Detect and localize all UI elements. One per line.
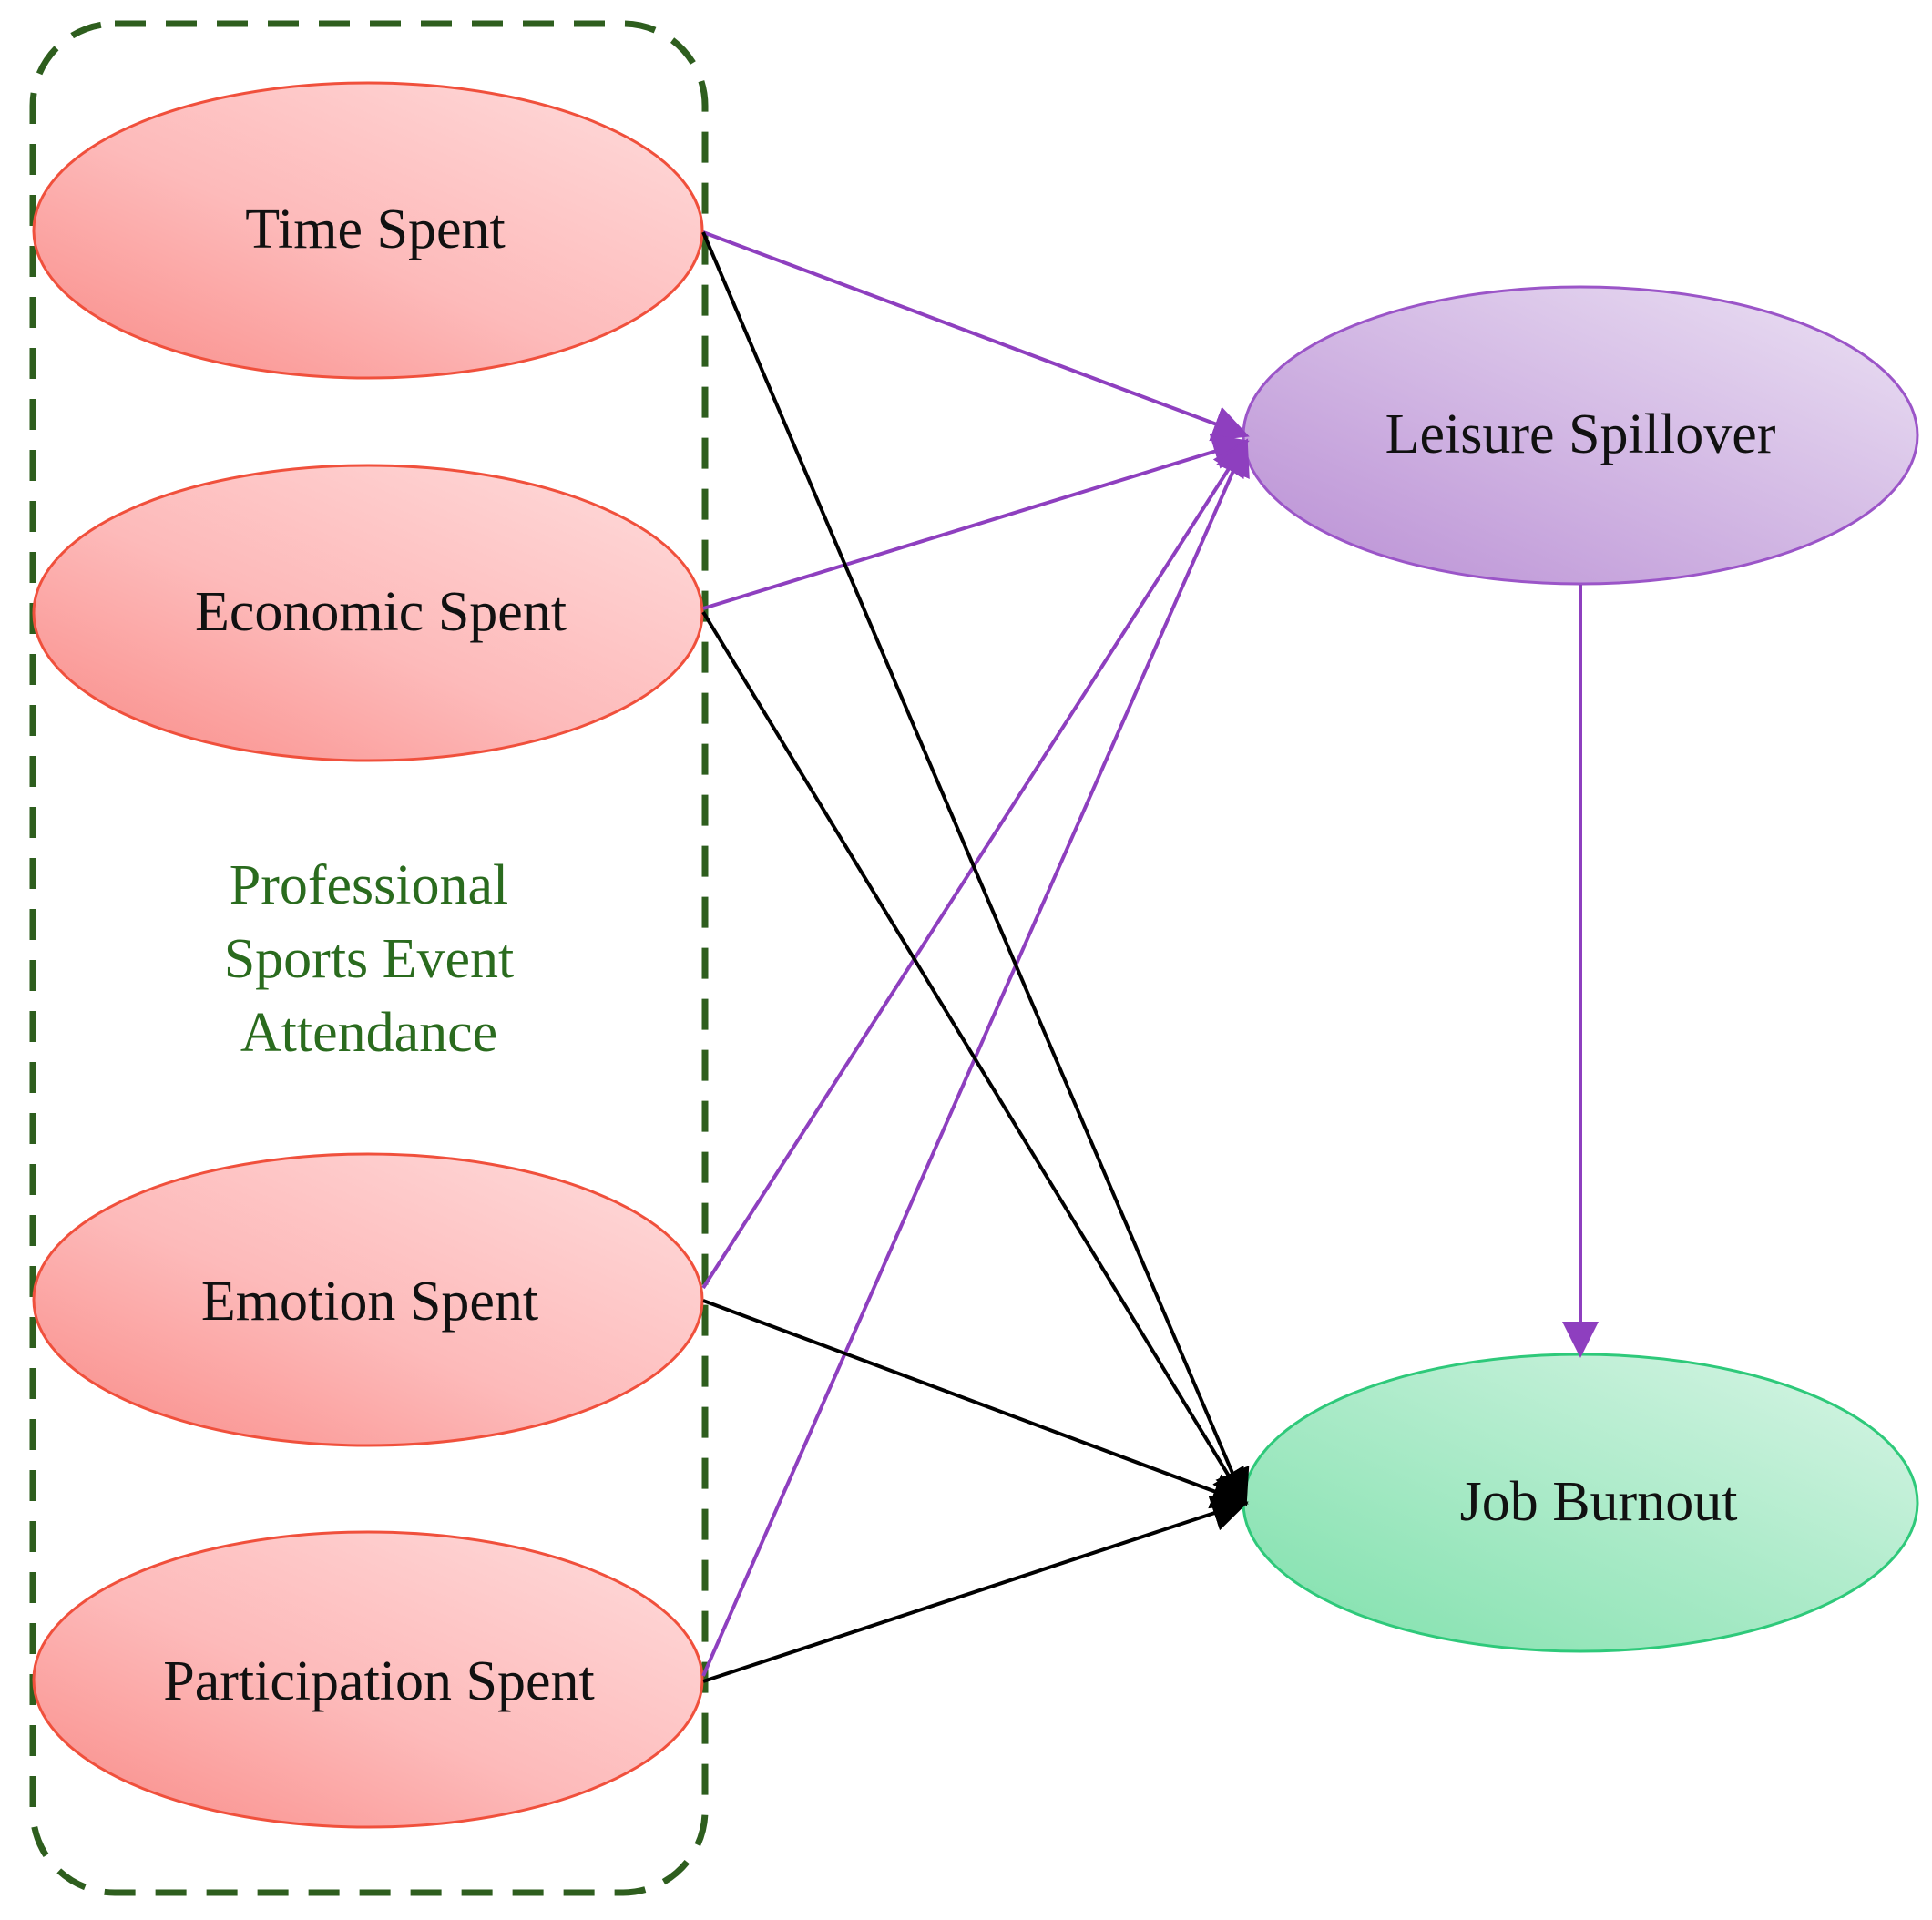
node-label-participation-spent: Participation Spent bbox=[163, 1650, 595, 1712]
node-label-leisure-spillover: Leisure Spillover bbox=[1385, 403, 1776, 465]
node-emotion-spent: Emotion Spent bbox=[32, 1152, 704, 1447]
group-label-line-2: Sports Event bbox=[224, 928, 515, 990]
edge-economic-to-leisure bbox=[702, 434, 1250, 610]
node-time-spent: Time Spent bbox=[32, 81, 704, 380]
node-economic-spent: Economic Spent bbox=[32, 464, 704, 762]
node-label-emotion-spent: Emotion Spent bbox=[201, 1271, 538, 1333]
node-participation-spent: Participation Spent bbox=[32, 1530, 704, 1829]
edge-economic-to-burnout bbox=[701, 610, 1248, 1506]
edge-time-to-leisure bbox=[702, 230, 1250, 442]
node-job-burnout: Job Burnout bbox=[1242, 1353, 1919, 1653]
attendance-group-box bbox=[29, 20, 709, 1896]
node-label-job-burnout: Job Burnout bbox=[1460, 1471, 1738, 1533]
group-label-line-1: Professional bbox=[230, 854, 509, 916]
node-label-time-spent: Time Spent bbox=[245, 199, 505, 260]
edge-time-to-burnout bbox=[701, 231, 1250, 1506]
edge-participation-to-burnout bbox=[702, 1496, 1249, 1683]
group-label-line-3: Attendance bbox=[240, 1002, 497, 1064]
node-leisure-spillover: Leisure Spillover bbox=[1242, 285, 1919, 586]
node-label-economic-spent: Economic Spent bbox=[195, 581, 567, 643]
edge-emotion-to-burnout bbox=[702, 1299, 1249, 1509]
